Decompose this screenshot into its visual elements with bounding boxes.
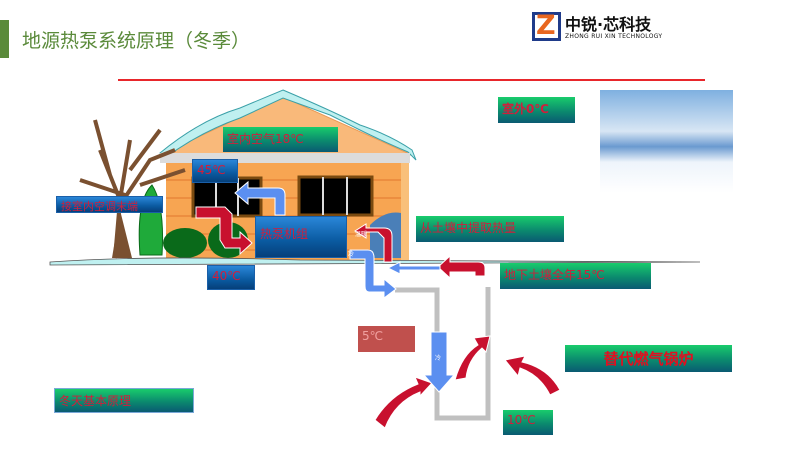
cold-arrows: [234, 180, 456, 393]
logo-text-cn: 中锐·芯科技: [565, 15, 652, 34]
company-logo: Z 中锐·芯科技 ZHONG RUI XIN TECHNOLOGY: [532, 10, 677, 42]
page-title: 地源热泵系统原理（冬季）: [22, 30, 251, 52]
warm-arrows: [195, 206, 561, 429]
title-accent-bar: [0, 20, 9, 58]
logo-mark: Z: [532, 10, 561, 41]
label-soil-temp: 地下土壤全年15℃: [500, 263, 651, 289]
heat-pump-unit: 热泵机组: [255, 216, 347, 258]
label-supply-temp: 45℃: [192, 159, 238, 183]
red-divider: [118, 79, 705, 81]
label-replace-boiler: 替代燃气锅炉: [565, 345, 732, 372]
label-warm-temp: 10℃: [503, 410, 553, 435]
label-cold-temp: 5℃: [358, 326, 415, 352]
ground-loop-pipe: [395, 287, 491, 421]
label-indoor-terminal: 接室内空调末端: [56, 196, 163, 213]
winter-landscape-photo: [600, 90, 733, 193]
arrow-label-cold-down: 冷: [435, 354, 441, 362]
label-winter-principle: 冬天基本原理: [54, 388, 194, 413]
label-indoor-air: 室内空气18℃: [223, 127, 338, 152]
label-return-temp: 40℃: [207, 265, 255, 290]
label-outdoor-temp: 室外0℃: [498, 97, 575, 123]
logo-text-en: ZHONG RUI XIN TECHNOLOGY: [565, 33, 663, 40]
label-extract-heat: 从土壤中提取热量: [416, 216, 564, 242]
ground-line: [49, 257, 701, 266]
arrow-label-cold: 冷: [348, 250, 354, 258]
arrow-label-warm: 温暖: [355, 230, 367, 238]
